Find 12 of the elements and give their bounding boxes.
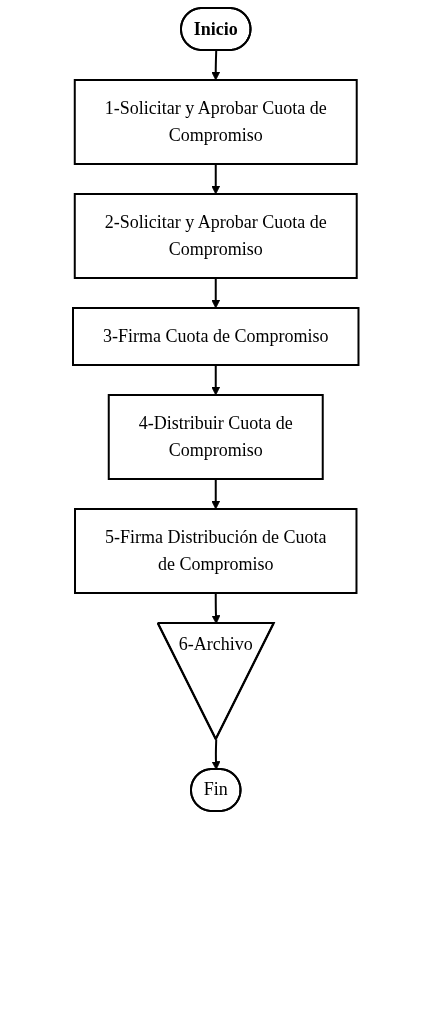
node-box: 3-Firma Cuota de Compromiso: [72, 307, 360, 366]
arrow: [211, 163, 221, 195]
node-box: 1-Solicitar y Aprobar Cuota de Compromiso: [74, 79, 358, 165]
arrow: [211, 592, 221, 624]
node-box: 2-Solicitar y Aprobar Cuota de Compromiso: [74, 193, 358, 279]
arrow: [211, 277, 221, 309]
arrow: [211, 364, 221, 396]
arrow: [211, 478, 221, 510]
arrow: [211, 49, 221, 81]
node-box: 4-Distribuir Cuota de Compromiso: [108, 394, 324, 480]
arrow: [211, 738, 221, 770]
node-box: 5-Firma Distribución de Cuota de Compromiso: [74, 508, 358, 594]
